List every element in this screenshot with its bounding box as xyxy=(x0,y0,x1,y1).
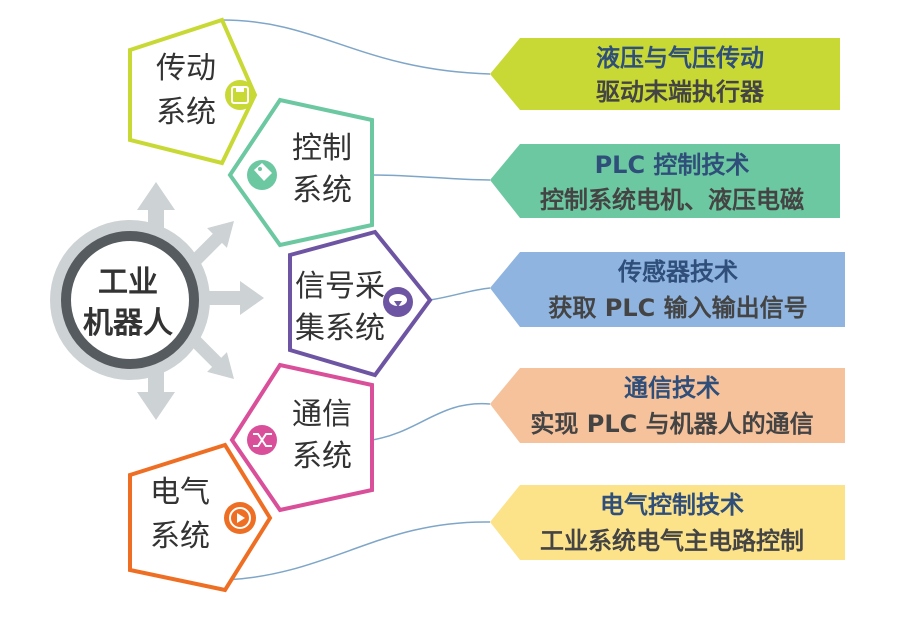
hub-arrows xyxy=(137,182,264,420)
tag-title: PLC 控制技术 xyxy=(595,151,750,179)
save-icon xyxy=(225,80,255,110)
tag-shape xyxy=(490,368,845,443)
tag-shape xyxy=(490,38,840,110)
module-electrical: 电气 系统 xyxy=(128,442,273,593)
connector-3 xyxy=(429,287,491,301)
connector-4 xyxy=(371,402,491,441)
module-label-line1: 通信 xyxy=(292,397,352,432)
module-label-line1: 电气 xyxy=(150,475,210,510)
connector-5 xyxy=(224,521,491,581)
tag-subtitle: 获取 PLC 输入输出信号 xyxy=(548,294,807,322)
module-label-line2: 系统 xyxy=(150,519,210,554)
module-pentagon xyxy=(128,442,273,593)
module-pentagon xyxy=(227,97,374,248)
tag-title: 通信技术 xyxy=(624,374,720,402)
tag-subtitle: 实现 PLC 与机器人的通信 xyxy=(530,410,813,438)
tag-shape xyxy=(490,485,845,560)
hub-label-line2: 机器人 xyxy=(83,306,173,341)
connectors xyxy=(221,19,491,581)
module-label-line2: 系统 xyxy=(292,439,352,474)
module-pentagon xyxy=(128,17,258,166)
tag-sensor: 传感器技术 获取 PLC 输入输出信号 xyxy=(490,252,845,327)
tag-title: 传感器技术 xyxy=(617,258,738,286)
module-communication: 通信 系统 xyxy=(229,362,374,513)
module-control: 控制 系统 xyxy=(227,97,374,248)
module-label-line2: 系统 xyxy=(156,95,216,130)
connector-2 xyxy=(371,174,491,181)
module-label-line1: 控制 xyxy=(292,131,352,166)
tag-title: 电气控制技术 xyxy=(600,491,744,519)
tag-hydraulic: 液压与气压传动 驱动末端执行器 xyxy=(490,38,840,110)
tag-subtitle: 控制系统电机、液压电磁 xyxy=(540,186,804,214)
module-label-line2: 系统 xyxy=(292,173,352,208)
tag-subtitle: 驱动末端执行器 xyxy=(596,78,765,106)
module-label-line1: 信号采 xyxy=(295,269,385,304)
arrow-right-icon xyxy=(205,281,264,315)
module-pentagon xyxy=(229,362,374,513)
tag-subtitle: 工业系统电气主电路控制 xyxy=(540,527,804,555)
module-label-line2: 集系统 xyxy=(295,311,385,346)
tag-shape xyxy=(490,252,845,327)
connector-1 xyxy=(221,19,491,75)
module-label-line1: 传动 xyxy=(156,51,216,86)
module-pentagon xyxy=(288,229,433,378)
module-signal: 信号采 集系统 xyxy=(288,229,433,378)
tag-title: 液压与气压传动 xyxy=(596,44,764,72)
tag-communication: 通信技术 实现 PLC 与机器人的通信 xyxy=(490,368,845,443)
hub: 工业 机器人 xyxy=(50,182,264,420)
hub-inner-ring xyxy=(61,231,199,369)
hub-label-line1: 工业 xyxy=(98,265,158,300)
module-transmission: 传动 系统 xyxy=(128,17,258,166)
tag-plc-control: PLC 控制技术 控制系统电机、液压电磁 xyxy=(490,144,840,218)
tag-electrical-control: 电气控制技术 工业系统电气主电路控制 xyxy=(490,485,845,560)
tag-shape xyxy=(490,144,840,218)
